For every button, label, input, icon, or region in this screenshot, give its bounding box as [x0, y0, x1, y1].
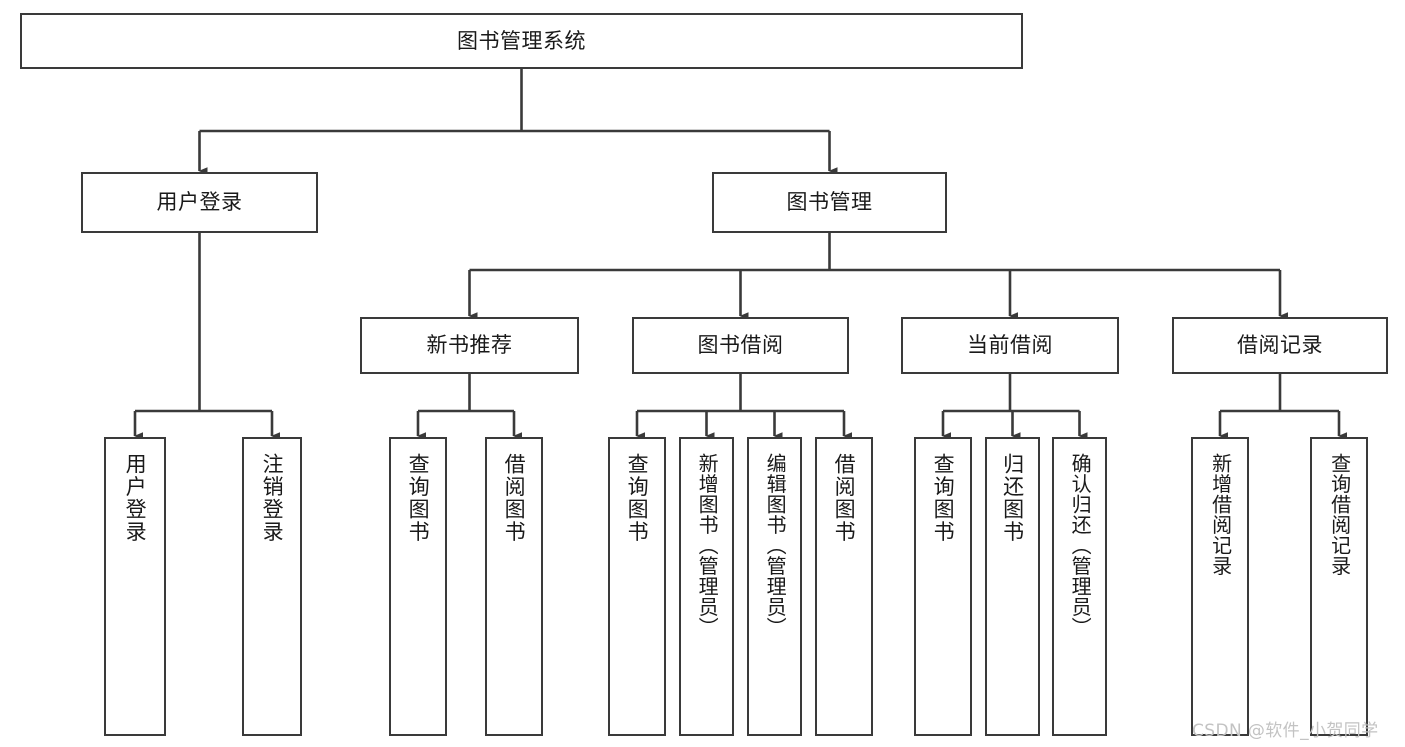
node-leaf-query-borrow-record[interactable]: 查询借阅记录: [1310, 437, 1368, 736]
node-label: 图书借阅: [697, 333, 784, 358]
node-leaf-confirm-return-admin[interactable]: 确认归还（管理员）: [1052, 437, 1107, 736]
node-label: 查询图书: [625, 453, 650, 543]
node-current-borrow[interactable]: 当前借阅: [901, 317, 1119, 374]
node-label: 注销登录: [260, 453, 285, 543]
node-leaf-add-book-admin[interactable]: 新增图书（管理员）: [679, 437, 734, 736]
node-label: 借阅图书: [502, 453, 527, 543]
node-label: 查询图书: [931, 453, 956, 543]
node-leaf-borrow-book-1[interactable]: 借阅图书: [485, 437, 543, 736]
node-label: 图书管理: [786, 190, 873, 215]
node-leaf-query-book-1[interactable]: 查询图书: [389, 437, 447, 736]
node-label: 图书管理系统: [457, 28, 586, 53]
node-leaf-user-login[interactable]: 用户登录: [104, 437, 166, 736]
node-leaf-return-book[interactable]: 归还图书: [985, 437, 1040, 736]
node-label: 借阅图书: [832, 453, 857, 543]
node-user-login[interactable]: 用户登录: [81, 172, 318, 233]
node-book-borrow[interactable]: 图书借阅: [632, 317, 849, 374]
node-leaf-logout[interactable]: 注销登录: [242, 437, 302, 736]
node-new-book-recommend[interactable]: 新书推荐: [360, 317, 579, 374]
node-label: 借阅记录: [1237, 333, 1323, 358]
node-label: 用户登录: [123, 453, 148, 543]
node-label: 归还图书: [1000, 453, 1025, 543]
node-label: 确认归还（管理员）: [1068, 453, 1093, 638]
node-leaf-add-borrow-record[interactable]: 新增借阅记录: [1191, 437, 1249, 736]
node-leaf-borrow-book-2[interactable]: 借阅图书: [815, 437, 873, 736]
node-label: 新增借阅记录: [1208, 453, 1233, 576]
node-leaf-query-book-3[interactable]: 查询图书: [914, 437, 972, 736]
node-leaf-query-book-2[interactable]: 查询图书: [608, 437, 666, 736]
node-label: 编辑图书（管理员）: [763, 453, 788, 638]
node-borrow-record[interactable]: 借阅记录: [1172, 317, 1388, 374]
node-book-management[interactable]: 图书管理: [712, 172, 947, 233]
node-label: 查询图书: [406, 453, 431, 543]
node-label: 新增图书（管理员）: [695, 453, 720, 638]
node-label: 当前借阅: [967, 333, 1053, 358]
node-label: 新书推荐: [426, 333, 513, 358]
node-label: 查询借阅记录: [1327, 453, 1352, 576]
node-leaf-edit-book-admin[interactable]: 编辑图书（管理员）: [747, 437, 802, 736]
node-root[interactable]: 图书管理系统: [20, 13, 1023, 69]
node-label: 用户登录: [156, 190, 243, 215]
